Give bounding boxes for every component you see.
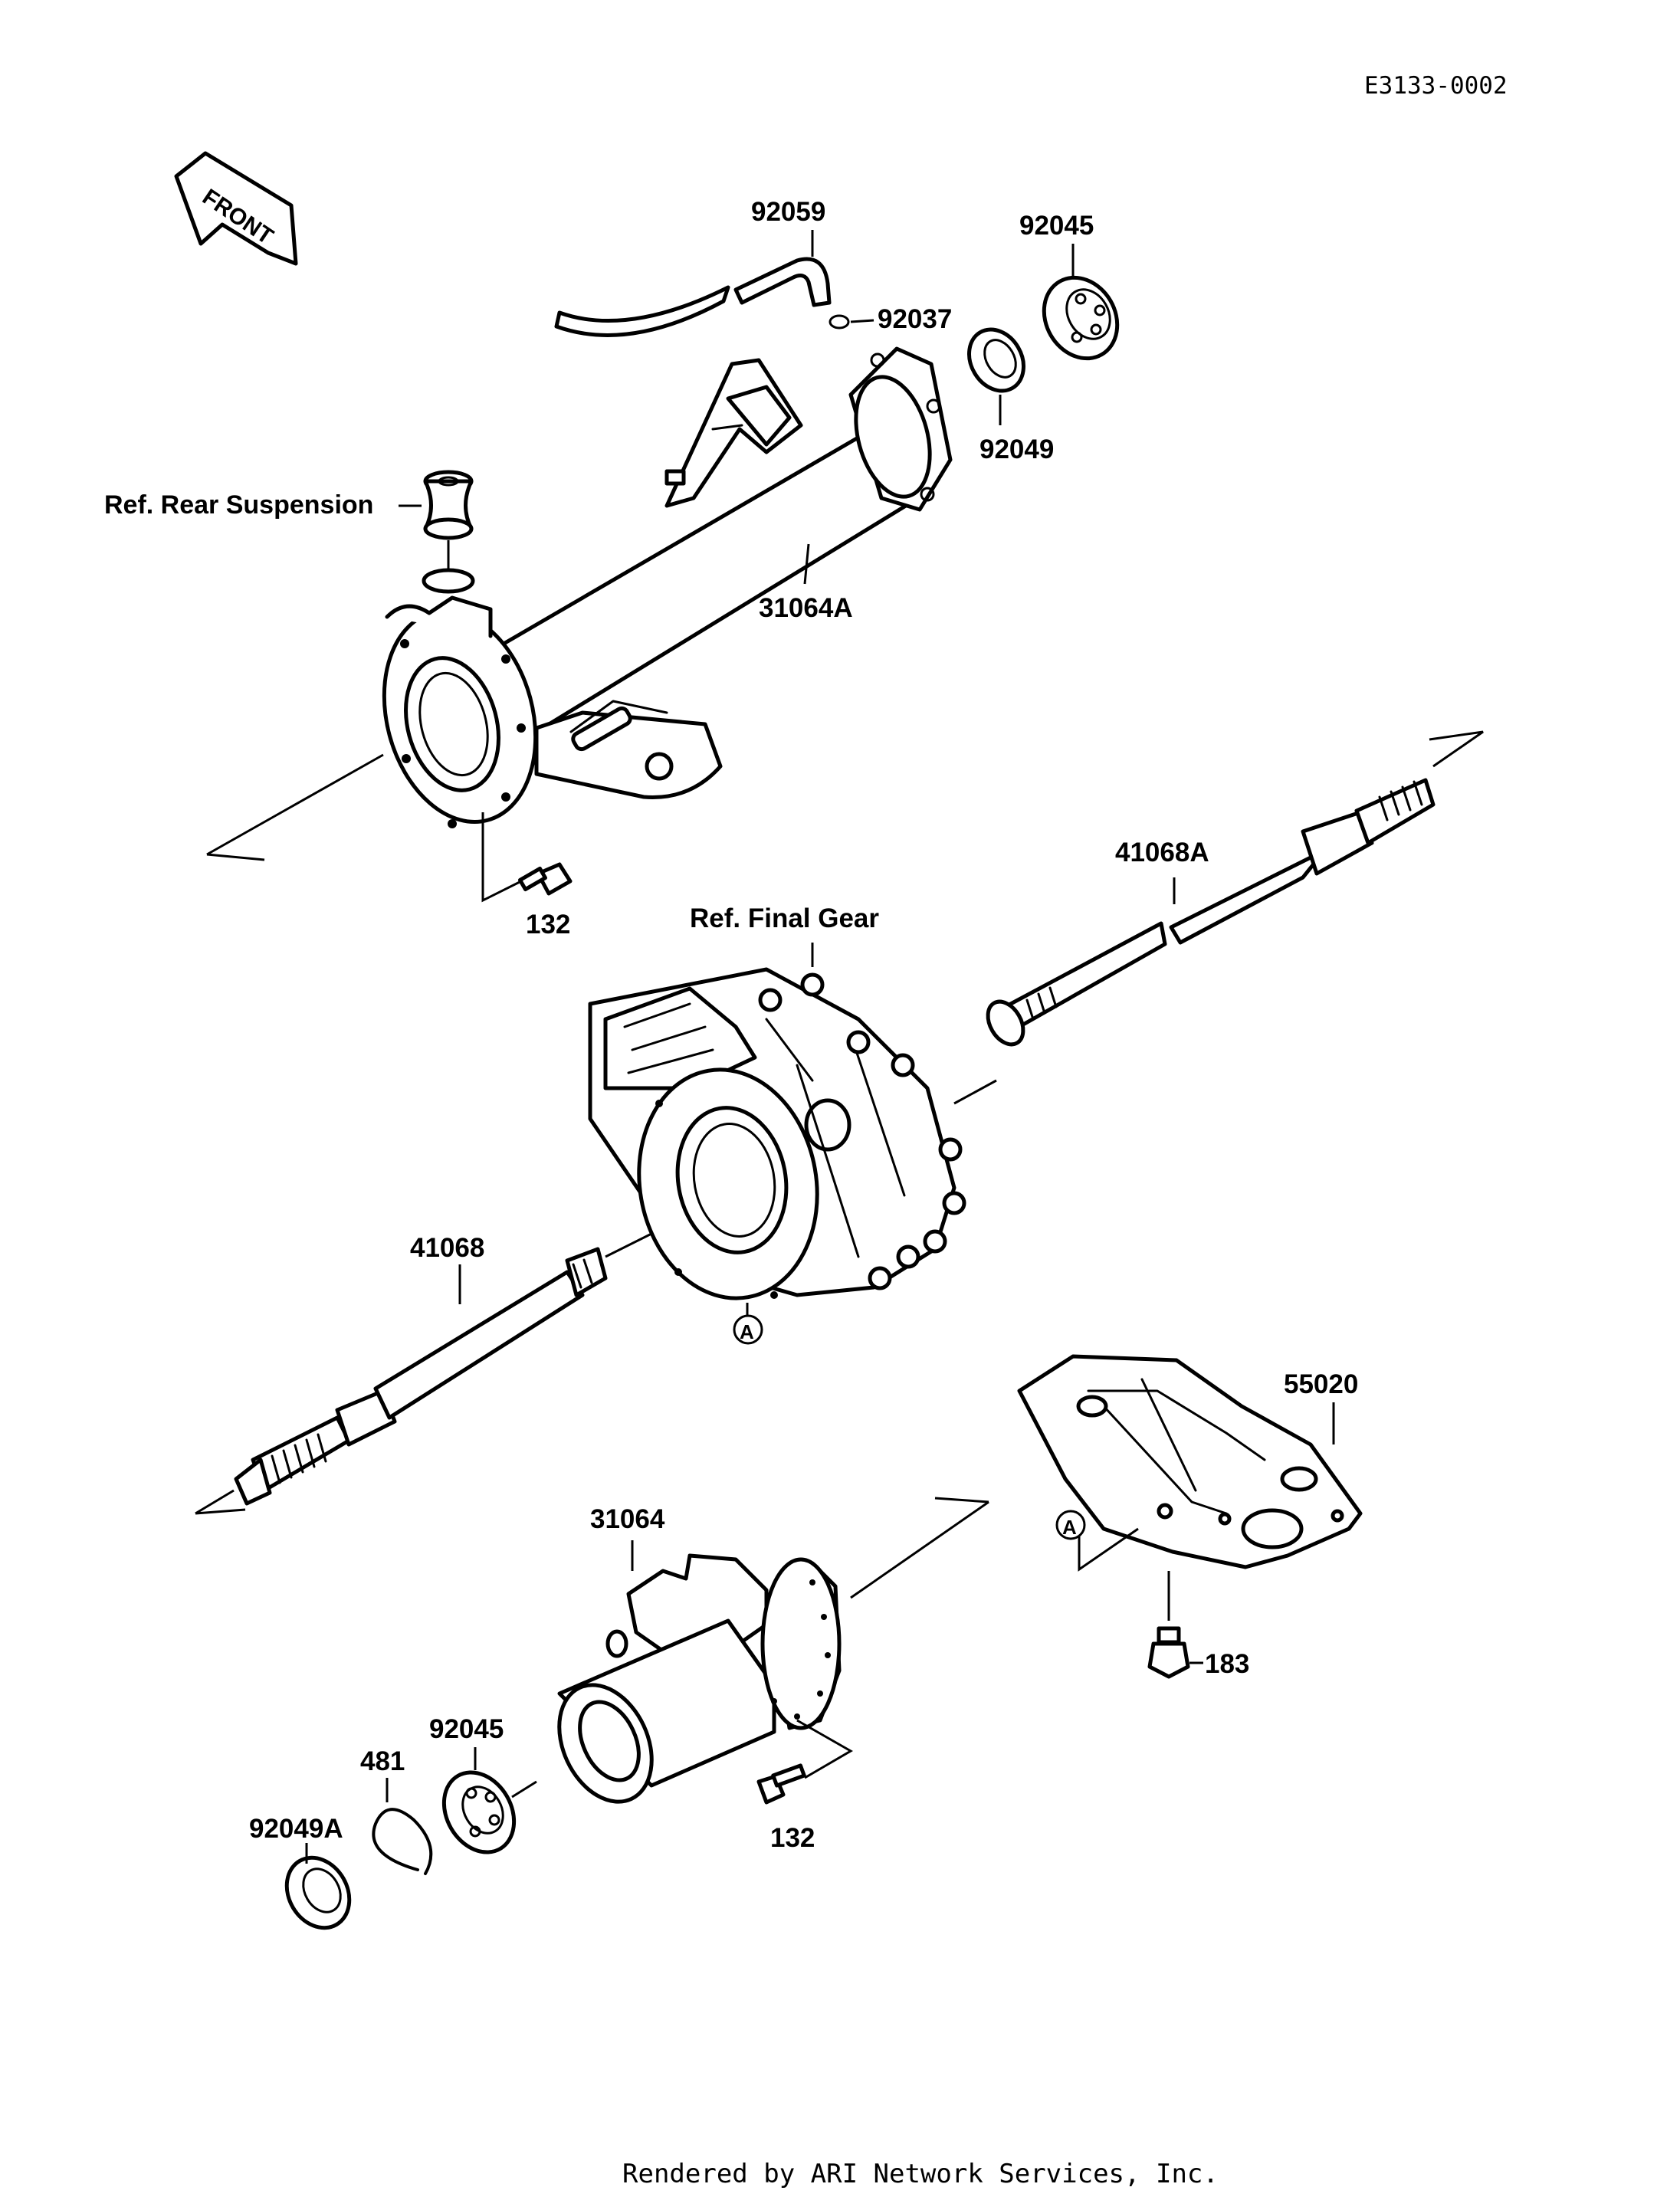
part-label-183: 183 (1205, 1649, 1249, 1679)
part-label-92049A: 92049A (249, 1814, 343, 1844)
part-label-55020: 55020 (1284, 1369, 1358, 1399)
part-label-92059: 92059 (751, 197, 825, 227)
clip-92037 (829, 314, 850, 330)
bearing-92045-top (1042, 275, 1120, 361)
marker-a-plate (1055, 1510, 1086, 1540)
axle-housing-31064 (557, 1553, 842, 1804)
part-label-31064A: 31064A (759, 593, 853, 623)
circlip-481 (372, 1808, 433, 1875)
ref-final-gear-label: Ref. Final Gear (690, 903, 879, 933)
front-arrow-icon: FRONT (174, 151, 298, 266)
oil-seal-92049A (284, 1855, 352, 1930)
suspension-bushing (423, 470, 474, 540)
skid-plate-55020 (1017, 1354, 1363, 1569)
part-label-132-top: 132 (526, 910, 570, 939)
bolt-132-top (518, 862, 573, 896)
bearing-92045-bottom (441, 1770, 517, 1854)
oil-seal-92049 (967, 327, 1025, 393)
part-label-481: 481 (360, 1746, 405, 1776)
bolt-132-bottom (756, 1763, 806, 1805)
bushing-collar (422, 568, 475, 594)
final-gear-housing (588, 967, 966, 1300)
footer-credit: Rendered by ARI Network Services, Inc. (622, 2159, 1219, 2189)
part-label-31064: 31064 (590, 1504, 665, 1534)
part-label-92037: 92037 (878, 304, 952, 334)
marker-a-plate-text: A (1062, 1516, 1077, 1539)
diagram-code: E3133-0002 (1364, 72, 1508, 100)
part-label-92049: 92049 (979, 434, 1054, 464)
axle-shaft-41068A (986, 778, 1436, 1047)
breather-hose (554, 257, 832, 337)
ref-rear-suspension-label: Ref. Rear Suspension (104, 490, 373, 520)
part-label-41068A: 41068A (1115, 838, 1209, 867)
axle-housing-31064A (382, 346, 953, 828)
marker-a-gear (733, 1314, 763, 1345)
part-label-41068: 41068 (410, 1233, 484, 1263)
part-label-92045-top: 92045 (1019, 211, 1094, 241)
part-label-132-bottom: 132 (770, 1823, 815, 1853)
axle-shaft-41068 (234, 1247, 608, 1506)
bolt-183 (1147, 1626, 1190, 1679)
part-label-92045-bottom: 92045 (429, 1714, 504, 1744)
marker-a-gear-text: A (740, 1320, 754, 1343)
